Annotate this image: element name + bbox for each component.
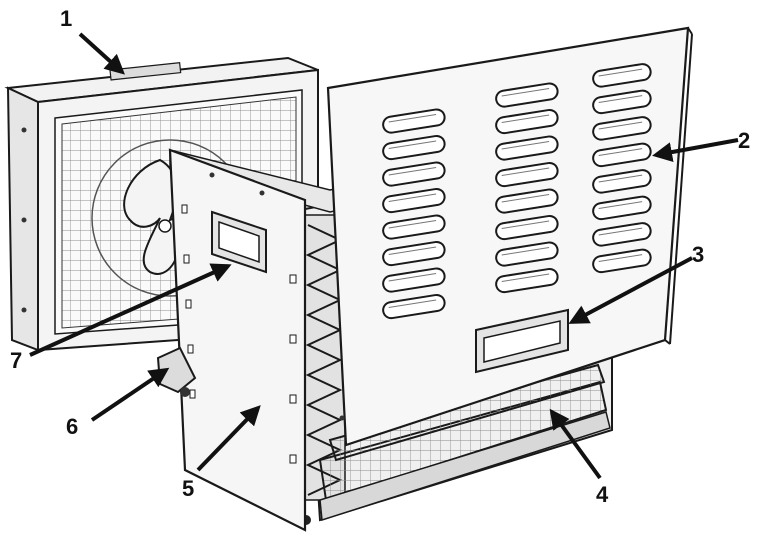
callout-label-4: 4 bbox=[596, 482, 609, 507]
callout-arrow-6 bbox=[90, 367, 170, 422]
side-panel-slot bbox=[289, 394, 297, 404]
side-panel-face bbox=[168, 148, 307, 532]
callout-arrows bbox=[29, 32, 739, 480]
latch-bracket-pin bbox=[180, 387, 190, 397]
side-panel-slot bbox=[289, 454, 297, 464]
vent-slot-lip bbox=[598, 254, 643, 262]
vent-slot-lip bbox=[501, 220, 550, 229]
vent-slot-lip bbox=[501, 140, 550, 150]
callout-label-7: 7 bbox=[10, 348, 22, 373]
callout-arrow-7 bbox=[29, 263, 232, 357]
fan-unit-rivet bbox=[21, 307, 27, 313]
callout-label-5: 5 bbox=[182, 476, 194, 501]
vent-slot-lip bbox=[501, 193, 550, 203]
side-panel bbox=[168, 148, 307, 532]
fan-unit-rivet bbox=[21, 127, 27, 133]
side-panel-rivet bbox=[259, 190, 265, 196]
vent-slot-lip bbox=[388, 193, 437, 202]
vent-slot-lip bbox=[598, 121, 643, 130]
vent-slot-lip bbox=[501, 246, 550, 256]
front-door-edge bbox=[664, 339, 671, 345]
callout-label-1: 1 bbox=[60, 6, 72, 31]
side-panel-slot bbox=[185, 299, 192, 309]
front-door-rivet bbox=[339, 415, 345, 421]
drawer-base-rail bbox=[319, 411, 611, 521]
vent-slot-lip bbox=[598, 148, 643, 156]
front-door-edge bbox=[687, 27, 693, 35]
front-door-handle-recess bbox=[483, 320, 561, 363]
callout-label-3: 3 bbox=[692, 242, 704, 267]
side-panel-slot bbox=[183, 254, 190, 264]
callout-labels: 1 2 3 4 5 6 7 bbox=[10, 6, 750, 507]
vent-slot-lip bbox=[388, 166, 437, 176]
callout-label-2: 2 bbox=[738, 128, 750, 153]
vent-slot-lip bbox=[388, 299, 437, 308]
side-panel-slot bbox=[289, 274, 297, 284]
vent-slot-lip bbox=[598, 201, 643, 209]
side-panel-slot bbox=[289, 334, 297, 344]
vent-slot-lip bbox=[501, 167, 550, 176]
side-panel-slot bbox=[189, 389, 196, 399]
vent-slots-group bbox=[382, 63, 652, 320]
side-panel-rivet bbox=[209, 172, 215, 178]
vent-slot-lip bbox=[598, 174, 643, 183]
side-panel-handle-recess bbox=[218, 220, 260, 264]
vent-slot-lip bbox=[388, 246, 437, 255]
side-panel-slot bbox=[187, 344, 194, 354]
callout-arrow-4 bbox=[549, 408, 602, 480]
control-strip bbox=[109, 62, 182, 81]
vent-slot-lip bbox=[598, 95, 643, 103]
fan-hub bbox=[158, 219, 172, 233]
callout-arrow-3 bbox=[568, 256, 693, 324]
callout-label-6: 6 bbox=[66, 414, 78, 439]
callout-arrow-1 bbox=[78, 32, 125, 75]
vent-slot-lip bbox=[501, 114, 550, 123]
vent-slot-lip bbox=[501, 273, 550, 282]
vent-slot-lip bbox=[388, 272, 437, 282]
fan-unit-rivet bbox=[21, 217, 27, 223]
front-door-panel bbox=[326, 26, 693, 447]
callout-arrow-2 bbox=[652, 138, 739, 162]
callout-arrow-5 bbox=[196, 405, 261, 472]
vent-slot-lip bbox=[388, 219, 437, 229]
side-panel-slot bbox=[181, 204, 188, 214]
front-door-edge bbox=[669, 33, 693, 345]
vent-slot-lip bbox=[388, 113, 437, 123]
vent-slot-lip bbox=[388, 140, 437, 149]
vent-slot-lip bbox=[501, 87, 550, 97]
fan-blade bbox=[123, 158, 201, 275]
vent-slot-lip bbox=[598, 68, 643, 77]
vent-slot-lip bbox=[598, 227, 643, 236]
